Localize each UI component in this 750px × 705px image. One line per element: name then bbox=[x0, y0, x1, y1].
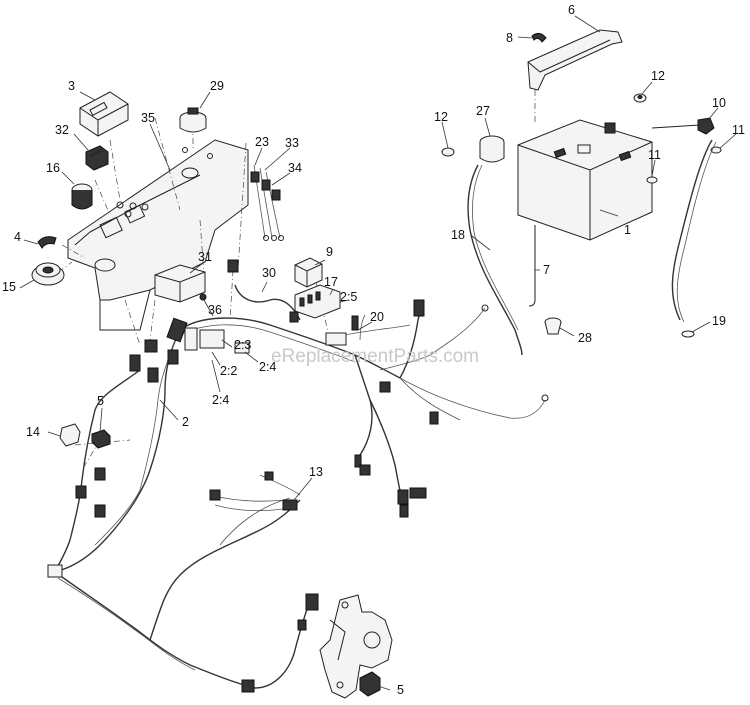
callout-35: 35 bbox=[141, 111, 155, 125]
callout-11-a: 11 bbox=[732, 123, 745, 137]
callout-10: 10 bbox=[712, 96, 726, 110]
callout-3: 3 bbox=[68, 79, 75, 93]
callout-4: 4 bbox=[14, 230, 21, 244]
callout-19: 19 bbox=[712, 314, 726, 328]
callout-2: 2 bbox=[182, 415, 189, 429]
callout-20: 20 bbox=[370, 310, 384, 324]
hold-down-rod-part bbox=[528, 225, 536, 307]
positive-cable-part bbox=[467, 164, 523, 356]
pto-switch-part bbox=[71, 183, 93, 210]
callout-1: 1 bbox=[624, 223, 631, 237]
callout-11-b: 11 bbox=[648, 148, 661, 162]
nut-parts bbox=[441, 93, 722, 184]
callout-18: 18 bbox=[451, 228, 465, 242]
callout-2-4-b: 2:4 bbox=[212, 393, 229, 407]
clip-8-part bbox=[531, 32, 547, 43]
socket-15-part bbox=[31, 262, 65, 286]
positive-cable-outline bbox=[472, 164, 519, 331]
screw-36-part bbox=[199, 293, 207, 301]
watermark-text: eReplacementParts.com bbox=[271, 346, 479, 367]
callout-36: 36 bbox=[208, 303, 222, 317]
callout-14: 14 bbox=[26, 425, 40, 439]
battery-part bbox=[517, 119, 653, 241]
callout-16: 16 bbox=[46, 161, 60, 175]
module-31-part bbox=[154, 264, 206, 303]
callout-27: 27 bbox=[476, 104, 490, 118]
pedal-bracket-part bbox=[319, 594, 393, 699]
callout-2-4-a: 2:4 bbox=[259, 360, 276, 374]
callout-23: 23 bbox=[255, 135, 269, 149]
callout-8: 8 bbox=[506, 31, 513, 45]
callout-5-a: 5 bbox=[97, 394, 104, 408]
callout-12-a: 12 bbox=[651, 69, 665, 83]
callout-5-b: 5 bbox=[397, 683, 404, 697]
callout-30: 30 bbox=[262, 266, 276, 280]
callout-2-2: 2:2 bbox=[220, 364, 237, 378]
terminal-cover-27-part bbox=[479, 135, 505, 163]
callout-6: 6 bbox=[568, 3, 575, 17]
switch-32-part bbox=[85, 145, 109, 171]
main-wire-harness bbox=[54, 284, 546, 689]
callout-9: 9 bbox=[326, 245, 333, 259]
leader-lines bbox=[19, 15, 737, 691]
callout-2-5: 2:5 bbox=[340, 290, 357, 304]
callout-2-3: 2:3 bbox=[234, 338, 251, 352]
callout-32: 32 bbox=[55, 123, 69, 137]
negative-cable-part bbox=[651, 117, 717, 338]
clip-4-part bbox=[37, 236, 57, 249]
callout-13: 13 bbox=[309, 465, 323, 479]
callout-34: 34 bbox=[288, 161, 302, 175]
fuse-leads-part bbox=[250, 164, 284, 241]
relay-9-part bbox=[294, 257, 323, 288]
callout-17: 17 bbox=[324, 275, 338, 289]
callout-28: 28 bbox=[578, 331, 592, 345]
hour-meter-part bbox=[79, 91, 129, 137]
callout-12-b: 12 bbox=[434, 110, 448, 124]
key-switch-part bbox=[179, 107, 207, 133]
callout-31: 31 bbox=[198, 250, 212, 264]
harness-connectors bbox=[47, 259, 549, 693]
callout-7: 7 bbox=[543, 263, 550, 277]
fuse-block-part bbox=[294, 284, 341, 319]
brake-switch-part bbox=[359, 671, 381, 697]
terminal-boot-28-part bbox=[544, 317, 562, 335]
callout-29: 29 bbox=[210, 79, 224, 93]
battery-hold-down-part bbox=[527, 29, 623, 91]
callout-33: 33 bbox=[285, 136, 299, 150]
callout-15: 15 bbox=[2, 280, 16, 294]
callout-labels: 3 29 35 32 16 4 15 23 33 34 31 36 30 9 1… bbox=[2, 3, 745, 697]
seat-switch-parts bbox=[59, 423, 111, 449]
